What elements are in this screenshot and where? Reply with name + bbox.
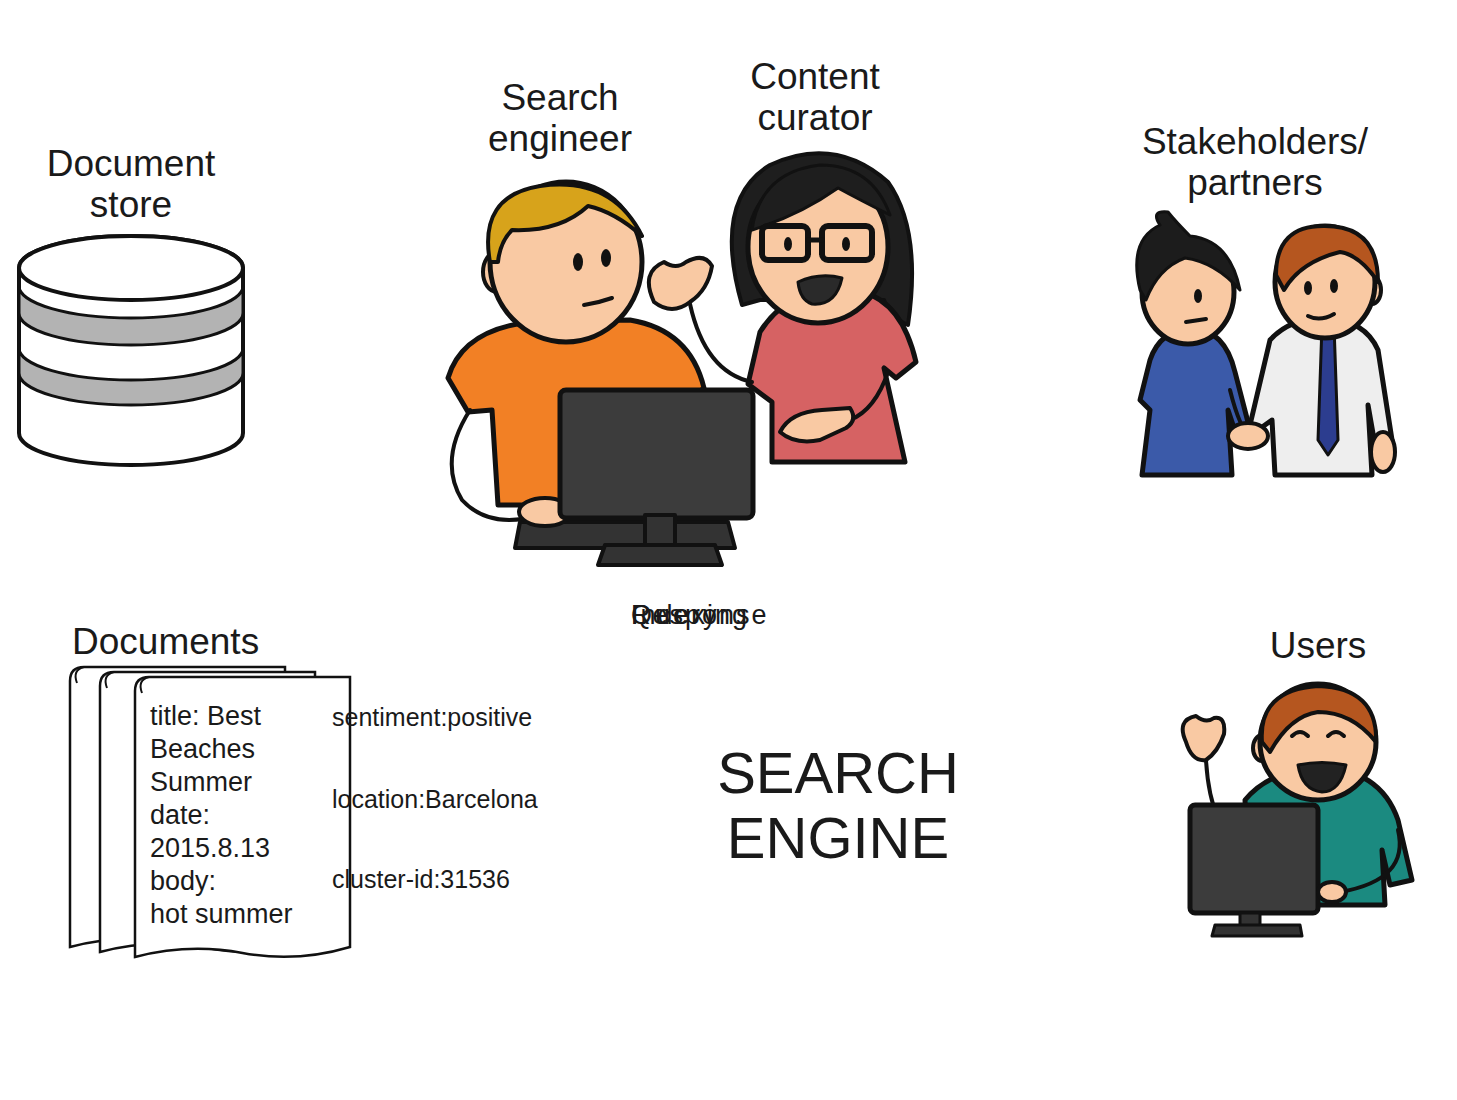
metadata-tag: cluster-id:31536 — [300, 852, 360, 906]
user-figure-part — [1328, 732, 1344, 736]
stakeholders-figure-part — [1363, 276, 1381, 304]
content-curator-figure-part — [649, 258, 712, 309]
search-engineer-figure-part — [488, 185, 642, 262]
computer-monitor-part — [515, 522, 735, 548]
search-engineer-figure-part — [601, 249, 611, 267]
segment-label: Response — [631, 601, 769, 631]
person-figure: Users — [1165, 600, 1415, 940]
node-label: Documents — [72, 622, 302, 663]
curator-hand — [780, 372, 888, 441]
stakeholders-figure-part — [1371, 432, 1395, 472]
node-label: Stakeholders/ partners — [1130, 122, 1380, 203]
stakeholders-figure-part — [1228, 423, 1268, 449]
content-curator-figure-part — [784, 237, 792, 251]
engine-title: SEARCH ENGINE — [703, 741, 973, 871]
content-curator-figure-part — [690, 304, 752, 382]
tag-text: location:Barcelona — [332, 784, 538, 814]
stakeholders-figure-part — [1276, 226, 1378, 290]
user-figure-part — [1212, 925, 1302, 936]
document-field: body: — [150, 865, 325, 898]
stakeholders-figure-part — [1186, 319, 1206, 322]
tag-text: cluster-id:31536 — [332, 864, 510, 894]
node-label: Document store — [15, 144, 247, 225]
stakeholders-figure-part — [1304, 281, 1312, 295]
text-column: title: Best Beaches Summerdate: 2015.8.1… — [150, 700, 325, 931]
pages-shape — [70, 667, 350, 957]
content-curator-figure-part — [822, 226, 872, 260]
node-label: Search engineer — [460, 78, 660, 159]
user-figure-part — [1253, 735, 1271, 761]
person-figure: Search engineer — [438, 76, 768, 576]
curator-hand-part — [780, 408, 853, 441]
stakeholders-figure-part — [1250, 318, 1392, 475]
stakeholders-figure-part — [1230, 390, 1250, 435]
stakeholders-figure-part — [1140, 328, 1250, 475]
user-figure-part — [1260, 684, 1376, 800]
computer-monitor-part — [519, 498, 571, 526]
metadata-tag: sentiment:positive — [300, 690, 551, 744]
people-figure: Stakeholders/ partners — [1110, 120, 1400, 480]
search-engineer-figure-part — [452, 410, 540, 520]
person-figure: Content curator — [640, 55, 930, 465]
computer-monitor-part — [645, 515, 675, 545]
user-figure-part — [1298, 763, 1346, 793]
document-field: title: Best Beaches Summer — [150, 700, 325, 799]
database-cylinder: Document store — [15, 140, 247, 470]
content-curator-figure-part — [752, 165, 890, 230]
stakeholders-figure-part — [1308, 314, 1334, 319]
user-figure — [1183, 684, 1412, 936]
content-curator-figure-part — [808, 238, 822, 243]
content-curator-figure-part — [748, 171, 888, 323]
search-engineer-figure-part — [584, 298, 612, 305]
user-figure-part — [1318, 882, 1346, 902]
user-figure-part — [1340, 830, 1400, 892]
user-figure-part — [1183, 716, 1225, 760]
content-curator-figure-part — [762, 226, 808, 260]
node-label: Users — [1253, 626, 1383, 667]
curator-hand-part — [850, 372, 888, 420]
metadata-tag: location:Barcelona — [300, 772, 360, 826]
search-engineer-figure-part — [483, 252, 511, 292]
content-curator-figure — [649, 153, 916, 462]
content-curator-figure-part — [842, 237, 850, 251]
user-figure-part — [1292, 732, 1308, 736]
search-engineer-figure-part — [448, 320, 704, 505]
tag-text: sentiment:positive — [332, 702, 532, 732]
stakeholders-figure-part — [1142, 240, 1234, 344]
user-figure-part — [1262, 686, 1376, 752]
content-curator-figure-part — [748, 290, 916, 462]
computer-monitor-part — [598, 545, 722, 565]
user-figure-part — [1190, 805, 1318, 913]
content-curator-figure-part — [732, 153, 912, 325]
user-figure-part — [1206, 760, 1245, 850]
cylinder-shape — [19, 236, 243, 465]
search-engine-circle: SEARCH ENGINEIndexingQueryResponse — [631, 601, 1045, 1015]
stakeholders-figure-part — [1330, 279, 1338, 293]
document-field: hot summer — [150, 898, 325, 931]
user-figure-part — [1245, 768, 1412, 905]
stakeholders-figure-part — [1137, 212, 1240, 300]
document-field: date: 2015.8.13 — [150, 799, 325, 865]
stakeholders-figure-part — [1318, 325, 1338, 455]
computer-monitor — [515, 390, 753, 565]
computer-monitor-part — [560, 390, 753, 518]
node-label: Content curator — [715, 57, 915, 138]
stakeholders-figure — [1137, 212, 1395, 475]
content-curator-figure-part — [798, 276, 842, 304]
search-engineer-figure — [448, 182, 704, 520]
search-engineer-figure-part — [490, 182, 642, 342]
stakeholders-figure-part — [1194, 289, 1202, 303]
search-engineer-figure-part — [573, 253, 583, 271]
stakeholders-figure-part — [1275, 226, 1375, 338]
user-figure-part — [1240, 913, 1260, 927]
document-stack: Documents title: Best Beaches Summerdate:… — [55, 612, 375, 970]
